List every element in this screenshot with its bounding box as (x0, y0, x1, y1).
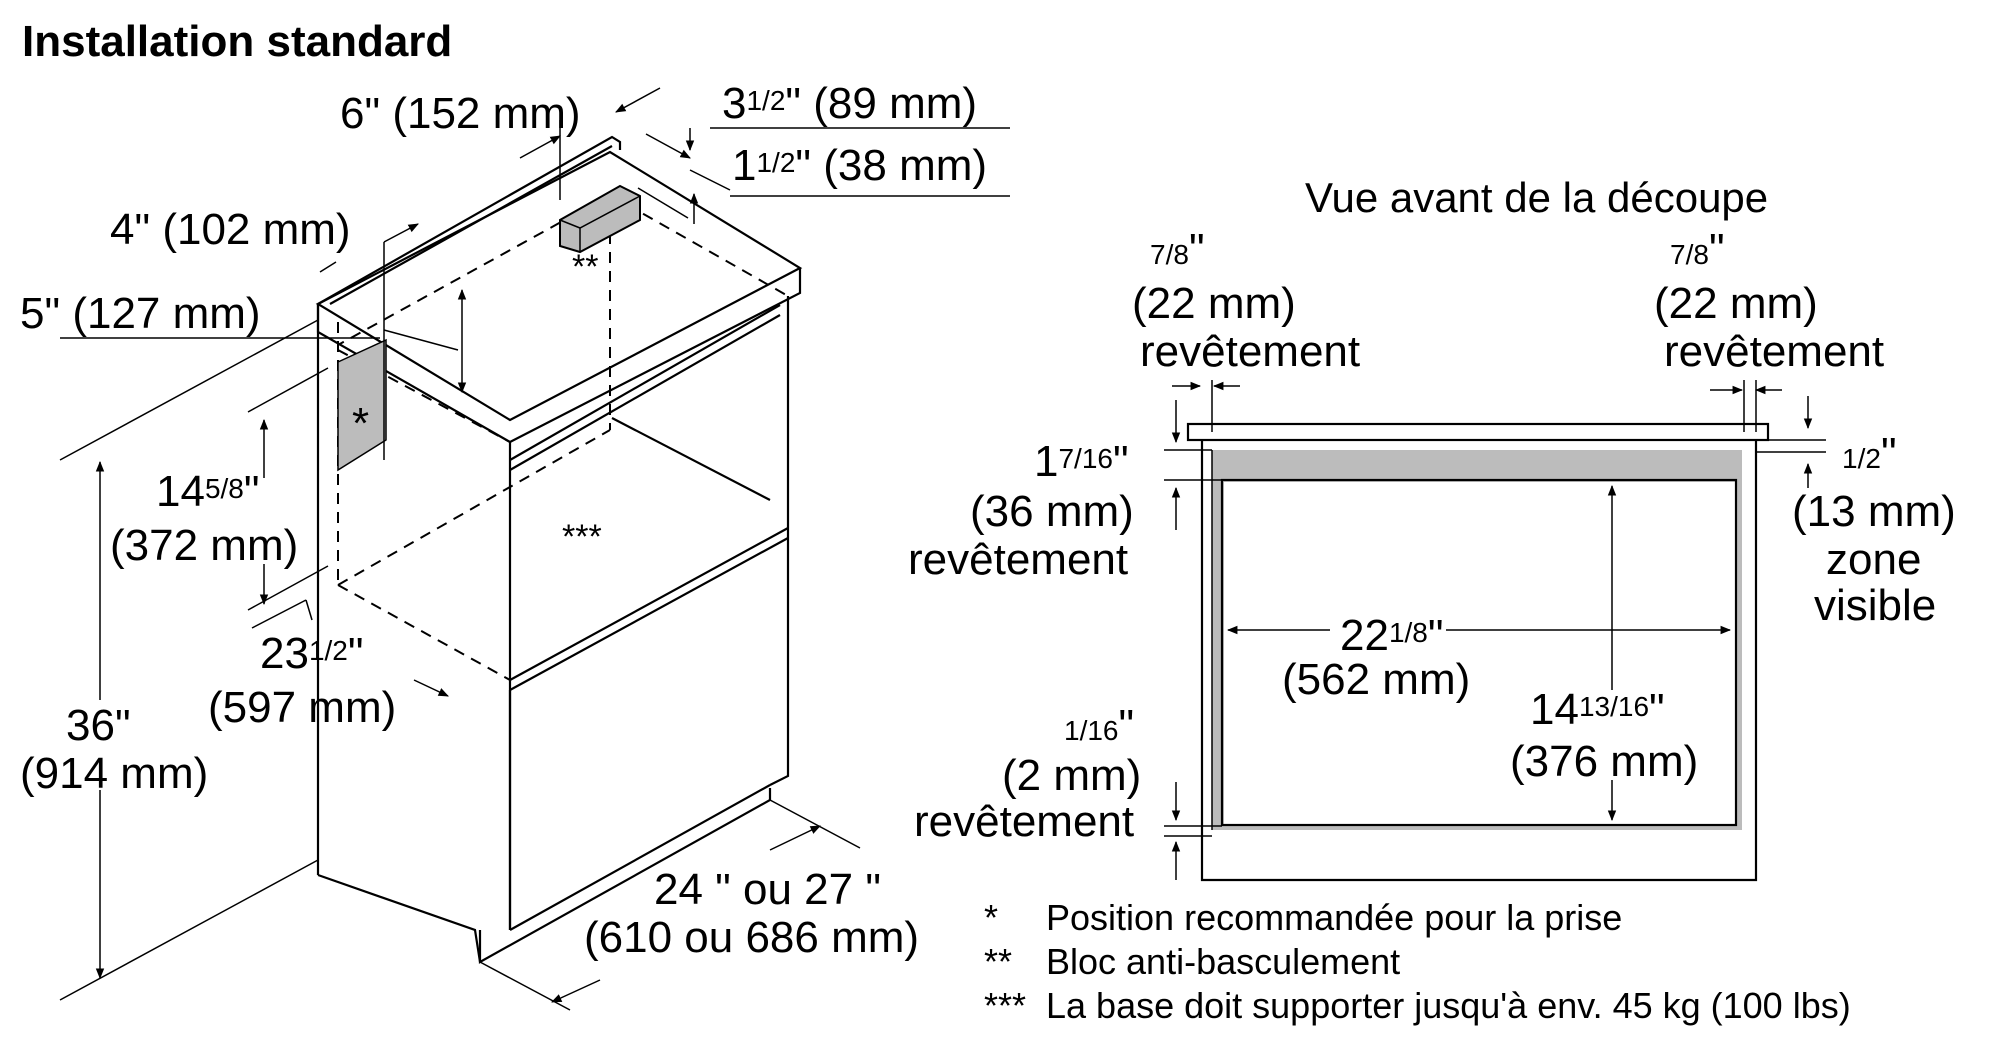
top-trim-dim: 17/16" (1034, 437, 1129, 486)
right-trim-frac: 7/8" (1670, 225, 1725, 274)
dim-14-mm: (372 mm) (110, 521, 298, 570)
left-trim-mm: (22 mm) (1132, 279, 1296, 328)
dim-cutout-height: 1413/16" (1530, 685, 1665, 734)
dim-6in: 6" (152 mm) (340, 89, 581, 138)
legend-mark-3: *** (984, 985, 1026, 1026)
bottom-trim-label: revêtement (914, 797, 1134, 846)
legend: * Position recommandée pour la prise ** … (984, 897, 1851, 1026)
visible-zone-mm: (13 mm) (1792, 487, 1956, 536)
front-view-cutout: Vue avant de la découpe 221/8" (562 mm) … (908, 174, 1956, 882)
dim-14-5-8in: 145/8" (156, 467, 260, 516)
visible-zone-label2: visible (1814, 581, 1936, 630)
legend-mark-2: ** (984, 941, 1012, 982)
bottom-trim-frac: 1/16" (1064, 701, 1134, 750)
dim-width-mm: (610 ou 686 mm) (584, 913, 919, 962)
right-trim-mm: (22 mm) (1654, 279, 1818, 328)
legend-text-1: Position recommandée pour la prise (1046, 897, 1622, 938)
legend-text-3: La base doit supporter jusqu'à env. 45 k… (1046, 985, 1851, 1026)
legend-mark-1: * (984, 897, 998, 938)
dim-36in: 36" (66, 701, 131, 750)
left-trim-label: revêtement (1140, 327, 1360, 376)
dim-23-mm: (597 mm) (208, 683, 396, 732)
outlet-zone (337, 338, 387, 472)
page-title: Installation standard (22, 17, 452, 66)
visible-zone-label1: zone (1826, 535, 1921, 584)
dim-36-mm: (914 mm) (20, 749, 208, 798)
legend-text-2: Bloc anti-basculement (1046, 941, 1400, 982)
anti-tip-mark: ** (572, 248, 598, 286)
outlet-mark: * (352, 399, 369, 448)
dim-3-5in: 31/2" (89 mm) (722, 79, 977, 128)
top-trim-mm: (36 mm) (970, 487, 1134, 536)
dim-cutout-width: 221/8" (1340, 611, 1444, 660)
dim-width-in: 24 " ou 27 " (654, 865, 881, 914)
dim-cutout-width-mm: (562 mm) (1282, 655, 1470, 704)
left-trim-frac: 7/8" (1150, 225, 1205, 274)
cabinet-isometric: * ** *** 6" (152 mm) 31/2" (89 mm) 11/2"… (20, 79, 1010, 1011)
dim-23-5in: 231/2" (260, 629, 364, 678)
base-mark: *** (562, 518, 602, 556)
bottom-trim-mm: (2 mm) (1002, 751, 1141, 800)
dim-5in: 5" (127 mm) (20, 289, 261, 338)
visible-zone-frac: 1/2" (1842, 429, 1897, 478)
dim-1-5in: 11/2" (38 mm) (732, 141, 987, 190)
top-trim-label: revêtement (908, 535, 1128, 584)
dim-cutout-height-mm: (376 mm) (1510, 737, 1698, 786)
dim-4in: 4" (102 mm) (110, 205, 351, 254)
front-view-heading: Vue avant de la découpe (1305, 174, 1768, 221)
anti-tip-block (559, 184, 641, 254)
right-trim-label: revêtement (1664, 327, 1884, 376)
